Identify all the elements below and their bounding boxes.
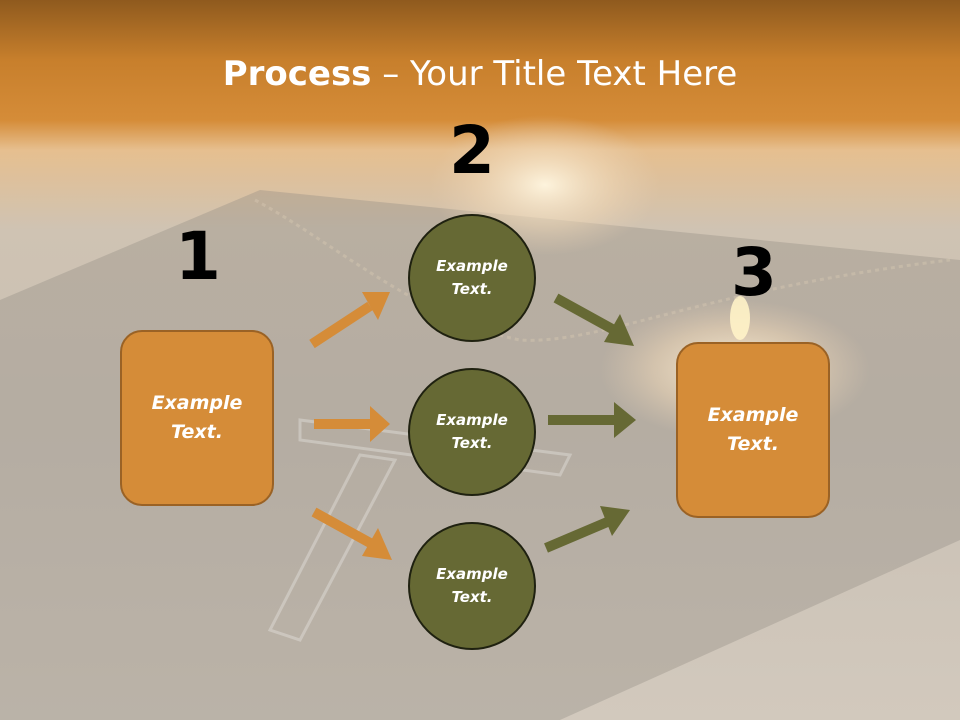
step-number-3: 3 [731, 234, 777, 311]
candle-flame [730, 296, 750, 340]
title-rest: – Your Title Text Here [371, 54, 738, 94]
step-2-node-top-text: Example Text. [436, 257, 508, 298]
arrow-1-to-top [309, 292, 390, 349]
step-1-box[interactable]: Example Text. [120, 330, 274, 506]
arrow-top-to-3 [553, 293, 634, 346]
slide-title: Process – Your Title Text Here [0, 52, 960, 96]
step-1-text: Example Text. [151, 392, 243, 443]
step-2-node-top[interactable]: Example Text. [408, 214, 536, 342]
step-number-1: 1 [175, 218, 221, 295]
step-2-node-middle[interactable]: Example Text. [408, 368, 536, 496]
arrow-bottom-to-3 [544, 506, 630, 553]
step-number-2: 2 [449, 112, 495, 189]
arrow-1-to-middle [314, 406, 390, 442]
step-3-box[interactable]: Example Text. [676, 342, 830, 518]
chain-silhouette [254, 198, 951, 342]
arrow-1-to-bottom [311, 507, 392, 560]
arrow-middle-to-3 [548, 402, 636, 438]
step-2-node-bottom-text: Example Text. [436, 565, 508, 606]
step-3-text: Example Text. [707, 404, 799, 455]
step-2-node-middle-text: Example Text. [436, 411, 508, 452]
title-bold: Process [222, 54, 372, 94]
step-2-node-bottom[interactable]: Example Text. [408, 522, 536, 650]
